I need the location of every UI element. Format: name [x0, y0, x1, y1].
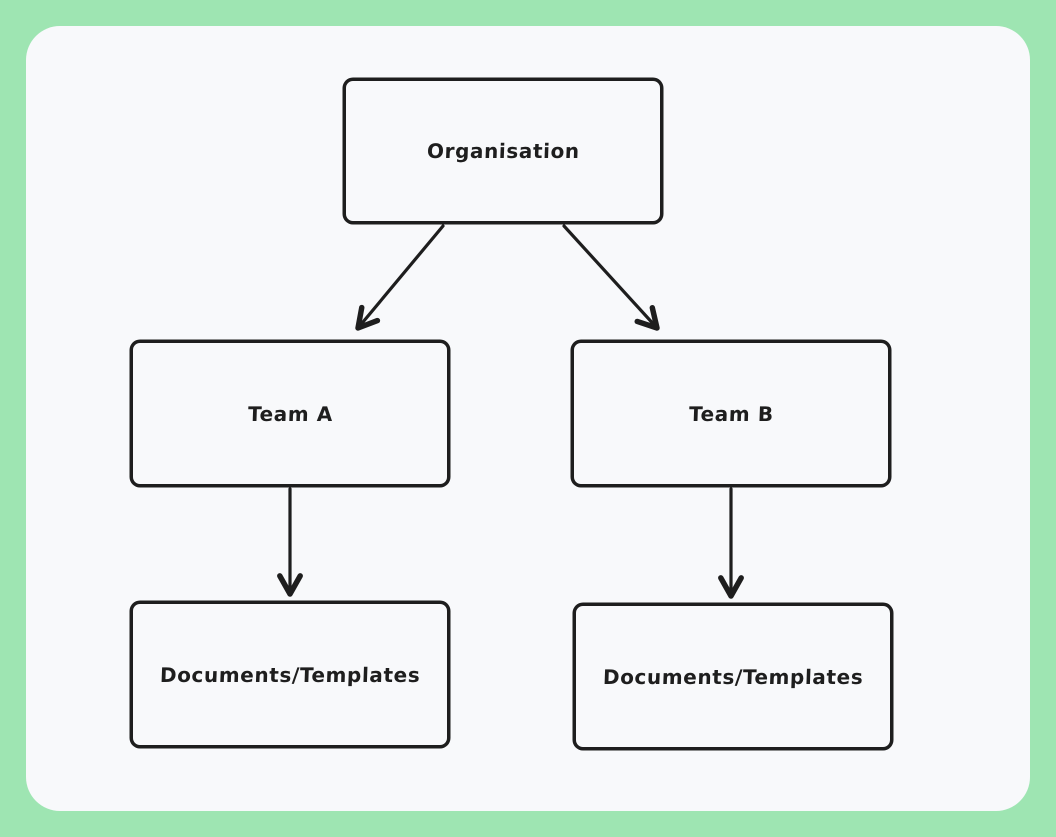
node-team-b[interactable]: Team B: [571, 340, 891, 487]
edge-organisation-team-a[interactable]: [355, 224, 445, 331]
node-team-b-label: Team B: [688, 401, 774, 426]
node-docs-a-label: Documents/Templates: [159, 662, 421, 687]
node-documents-templates-b[interactable]: Documents/Templates: [573, 603, 893, 750]
node-team-a-label: Team A: [247, 401, 333, 426]
node-organisation[interactable]: Organisation: [343, 78, 663, 224]
node-team-a[interactable]: Team A: [130, 340, 450, 487]
edge-organisation-team-b[interactable]: [562, 224, 660, 331]
node-docs-b-label: Documents/Templates: [602, 664, 864, 689]
node-documents-templates-a[interactable]: Documents/Templates: [130, 601, 450, 748]
node-organisation-label: Organisation: [426, 139, 580, 163]
